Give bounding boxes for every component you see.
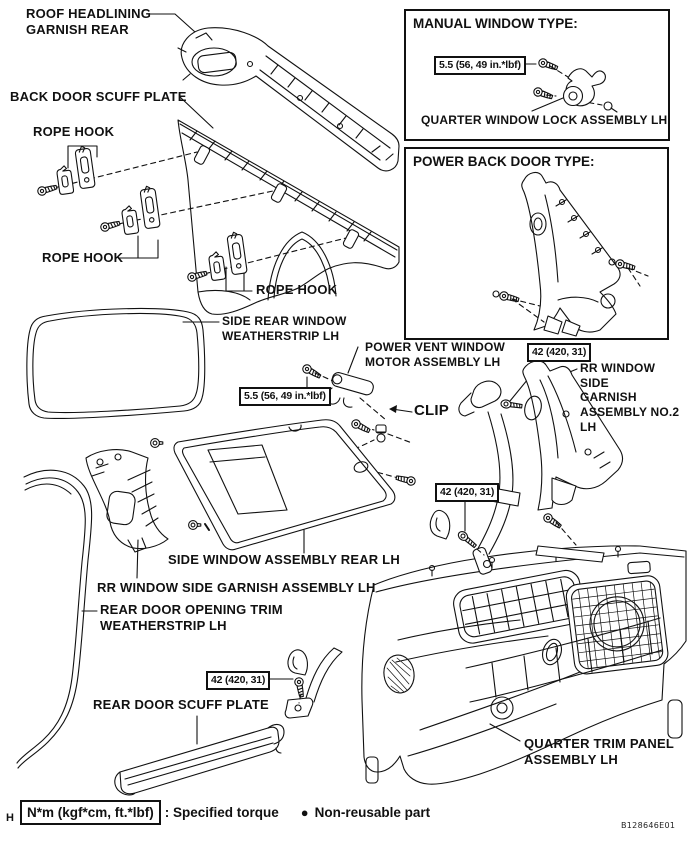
anchor-cover-icon [287, 649, 308, 676]
rope-hook-icon [118, 184, 162, 236]
speaker-grille [565, 575, 669, 675]
clip-nut-icon [375, 424, 387, 443]
seat-belt-upper-drawing [429, 356, 547, 575]
label-clip: CLIP [414, 402, 449, 419]
torque-box-manual-window: 5.5 (56, 49 in.*lbf) [434, 56, 526, 75]
label-quarter-window-lock: QUARTER WINDOW LOCK ASSEMBLY LH [421, 113, 668, 127]
screw-icon [300, 362, 323, 381]
screw-icon [293, 676, 307, 699]
label-rope-hook-top: ROPE HOOK [33, 124, 115, 139]
belt-lower-anchor [472, 546, 493, 575]
grommet-icon [188, 520, 202, 530]
legend: N*m (kgf*cm, ft.*lbf) : Specified torque… [20, 800, 430, 825]
clip-stud-icon [614, 545, 622, 558]
label-roof-headlining-garnish: ROOF HEADLINING GARNISH REAR [26, 6, 152, 37]
stud-icon [603, 101, 618, 113]
quarter-trim-panel-drawing [361, 545, 687, 785]
torque-box-belt-upper: 42 (420, 31) [527, 343, 592, 362]
bolt-icon [456, 529, 479, 550]
rear-door-scuff-plate-drawing [114, 715, 285, 796]
label-rear-door-scuff-plate: REAR DOOR SCUFF PLATE [93, 697, 269, 712]
side-rear-window-weatherstrip-drawing [26, 307, 220, 420]
power-back-door-inset-drawing [492, 171, 649, 337]
legend-torque-unit-box: N*m (kgf*cm, ft.*lbf) [20, 800, 161, 825]
label-power-vent-window-motor: POWER VENT WINDOW MOTOR ASSEMBLY LH [365, 340, 506, 369]
figure-code: B128646E01 [621, 821, 676, 830]
rope-hooks-drawing [36, 144, 347, 292]
label-rr-window-side-garnish: RR WINDOW SIDE GARNISH ASSEMBLY LH [97, 580, 376, 595]
anchor-cover-icon [429, 509, 451, 540]
label-rope-hook-bottom: ROPE HOOK [256, 282, 338, 297]
manual-window-type-title: MANUAL WINDOW TYPE: [413, 16, 578, 31]
bolt-icon [499, 398, 523, 411]
power-back-door-type-inset: POWER BACK DOOR TYPE: [404, 147, 669, 340]
label-side-window-assembly-rear: SIDE WINDOW ASSEMBLY REAR LH [168, 552, 400, 567]
side-window-assembly-drawing [150, 417, 417, 554]
legend-torque-desc: : Specified torque [164, 805, 279, 820]
rope-hook-icon [53, 144, 97, 196]
clip-stud-icon [428, 564, 436, 577]
label-rope-hook-mid: ROPE HOOK [42, 250, 124, 265]
page-letter: H [6, 812, 14, 824]
rear-door-opening-trim-weatherstrip-drawing [16, 469, 98, 769]
roof-headlining-garnish-drawing [149, 13, 400, 172]
torque-box-belt-lower: 42 (420, 31) [435, 483, 500, 502]
screw-icon [541, 511, 564, 531]
label-rr-window-side-garnish-no2: RR WINDOW SIDE GARNISH ASSEMBLY NO.2 LH [580, 361, 680, 434]
non-reusable-dot-icon: ● [300, 805, 309, 820]
screw-icon [36, 182, 59, 197]
screw-icon [394, 472, 417, 487]
label-back-door-scuff-plate: BACK DOOR SCUFF PLATE [10, 89, 187, 104]
screw-icon [349, 417, 372, 436]
label-side-rear-window-weatherstrip: SIDE REAR WINDOW WEATHERSTRIP LH [222, 314, 347, 343]
torque-box-belt-floor: 42 (420, 31) [206, 671, 271, 690]
grommet-icon [150, 438, 164, 448]
seat-belt-floor-drawing [265, 647, 343, 719]
rr-window-side-garnish-no2-drawing [522, 360, 623, 546]
torque-box-vent-window: 5.5 (56, 49 in.*lbf) [239, 387, 331, 406]
power-back-door-type-title: POWER BACK DOOR TYPE: [413, 154, 595, 169]
manual-window-type-inset: MANUAL WINDOW TYPE: [404, 9, 670, 141]
screw-icon [99, 218, 122, 233]
label-quarter-trim-panel: QUARTER TRIM PANEL ASSEMBLY LH [524, 736, 674, 767]
label-rear-door-opening-trim: REAR DOOR OPENING TRIM WEATHERSTRIP LH [100, 602, 283, 633]
rr-window-side-garnish-drawing [85, 449, 169, 579]
manual-window-inset-drawing [522, 57, 618, 113]
legend-nonreusable-desc: Non-reusable part [314, 805, 431, 820]
